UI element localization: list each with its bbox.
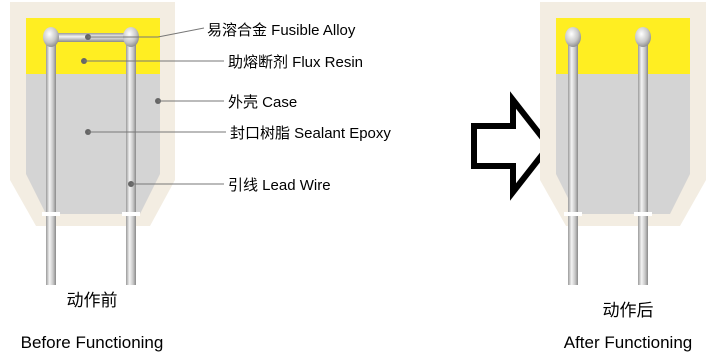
lead-wire-left-after xyxy=(564,30,582,285)
wire-tip-right-after xyxy=(635,27,651,47)
fuse-after xyxy=(540,2,706,285)
label-case: 外壳 Case xyxy=(228,94,297,111)
label-sealant-epoxy: 封口树脂 Sealant Epoxy xyxy=(230,125,391,142)
callout-lines xyxy=(84,27,226,185)
caption-before-en: Before Functioning xyxy=(21,333,164,352)
caption-before-cn: 动作前 xyxy=(67,291,118,310)
wire-tip-left-after xyxy=(565,27,581,47)
fuse-before xyxy=(10,2,175,285)
flux-resin-after xyxy=(556,18,690,74)
lead-wire-right-after xyxy=(634,30,652,285)
caption-after-cn: 动作后 xyxy=(603,301,654,320)
caption-after-en: After Functioning xyxy=(564,333,693,352)
lead-wire-right-before xyxy=(122,30,140,285)
label-flux-resin: 助熔断剂 Flux Resin xyxy=(228,54,363,71)
label-lead-wire: 引线 Lead Wire xyxy=(228,177,331,194)
case-after xyxy=(540,2,706,226)
transition-arrow-icon xyxy=(471,91,553,201)
lead-wire-left-before xyxy=(42,30,60,285)
label-fusible-alloy: 易溶合金 Fusible Alloy xyxy=(207,22,356,39)
wire-tip-left-before xyxy=(43,27,59,47)
